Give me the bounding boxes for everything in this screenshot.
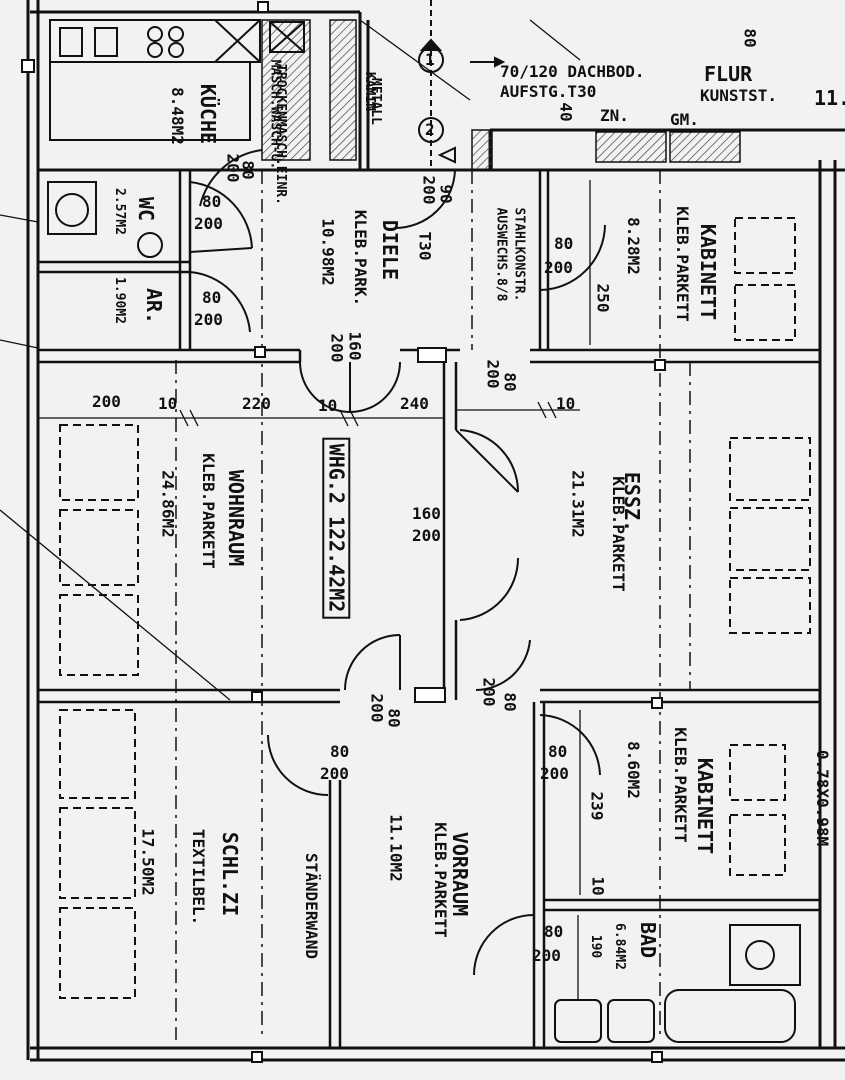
dim-190: 190: [588, 934, 604, 959]
stahl-note-2: AUSWECHS.8/8: [493, 207, 509, 302]
room-extra-flur: 11.: [814, 86, 845, 110]
dim-200-vor-n: 200: [479, 677, 499, 707]
dim-200-kueche: 200: [223, 153, 243, 183]
dim-160-diele: 160: [345, 331, 365, 361]
room-floor-essz: KLEB.PARKETT: [608, 476, 628, 592]
stair-symbols: [418, 0, 506, 170]
dim-200-ar: 200: [194, 310, 223, 329]
dim-90: 90: [436, 184, 456, 204]
room-area-kabinett-1: 8.28M2: [623, 217, 643, 275]
room-area-vorraum: 11.10M2: [386, 814, 406, 882]
dim-80-essz: 80: [500, 372, 520, 392]
dim-40: 40: [556, 102, 576, 122]
dim-200-stair: 200: [419, 175, 439, 205]
room-name-kabinett-2: KABINETT: [693, 757, 718, 855]
right-edge-note: 0.78X0.98M: [813, 749, 833, 847]
room-area-diele: 10.98M2: [318, 218, 338, 286]
dim-80-kab1: 80: [554, 234, 574, 253]
room-name-bad: BAD: [636, 921, 661, 959]
room-floor-kabinett-1: KLEB.PARKETT: [672, 206, 692, 322]
dim-200-kab2: 200: [540, 764, 569, 783]
room-name-flur: FLUR: [704, 62, 753, 86]
room-name-kueche: KÜCHE: [196, 83, 221, 145]
room-area-schlzi: 17.50M2: [138, 828, 158, 896]
room-name-vorraum: VORRAUM: [448, 831, 473, 917]
dim-220: 220: [242, 394, 271, 413]
room-floor-flur: KUNSTST.: [700, 86, 778, 105]
room-floor-kabinett-2: KLEB.PARKETT: [670, 727, 690, 843]
dim-200-essz: 200: [483, 359, 503, 389]
note-gm: GM.: [670, 110, 699, 129]
dim-10-essz: 10: [556, 394, 576, 413]
dim-200-wc: 200: [194, 214, 223, 233]
bath-fixtures: [554, 924, 801, 1043]
dim-80-wohn-s: 80: [384, 708, 404, 728]
room-floor-diele: KLEB.PARK.: [351, 209, 371, 307]
room-area-wc: 2.57M2: [111, 188, 127, 235]
kamin-note-2: KAMIN: [362, 71, 378, 112]
dim-200-wohn-s: 200: [367, 693, 387, 723]
dim-80-vor-n: 80: [500, 692, 520, 712]
circle-2-label: 2: [425, 120, 435, 139]
room-name-ar: AR.: [142, 287, 167, 325]
note-dachbod: 70/120 DACHBOD.: [500, 62, 645, 81]
unit-label: WHG.2 122.42M2: [322, 437, 351, 619]
wc-fixtures: [47, 181, 163, 258]
dim-200-door: 200: [412, 526, 441, 545]
door-swings: [189, 149, 606, 976]
dim-200-diele: 200: [327, 333, 347, 363]
dim-200-bad: 200: [532, 946, 561, 965]
dim-200-wohn: 200: [92, 392, 121, 411]
room-floor-wohnraum: KLEB.PARKETT: [198, 453, 218, 569]
dim-160-door: 160: [412, 504, 441, 523]
room-area-kueche: 8.48M2: [167, 87, 187, 145]
circle-1-label: 1: [425, 50, 435, 69]
dim-200-kab1: 200: [544, 258, 573, 277]
room-area-kabinett-2: 8.60M2: [623, 741, 643, 799]
interior-walls: [38, 170, 820, 1048]
dim-10-bad: 10: [588, 876, 608, 896]
dim-80-kab2: 80: [548, 742, 568, 761]
dimension-lines: [0, 19, 591, 1000]
ceiling-lines: [175, 170, 691, 1040]
room-area-ar: 1.90M2: [111, 277, 127, 324]
dim-80-bad: 80: [544, 922, 564, 941]
kitchen-fixtures: [49, 19, 305, 141]
room-name-kabinett-1: KABINETT: [696, 223, 721, 321]
dim-239: 239: [587, 791, 607, 821]
dim-80-wc: 80: [202, 192, 222, 211]
room-name-schlzi: SCHL.ZI: [218, 831, 243, 917]
room-floor-schlzi: TEXTILBEL.: [189, 828, 209, 926]
room-area-wohnraum: 24.86M2: [158, 470, 178, 538]
top-right-note: 80: [740, 28, 760, 48]
dim-80-ar: 80: [202, 288, 222, 307]
junction-markers: [21, 1, 666, 1063]
dim-80-schl: 80: [330, 742, 350, 761]
room-name-diele: DIELE: [378, 219, 403, 281]
room-area-essz: 21.31M2: [568, 470, 588, 538]
staenderwand-label: STÄNDERWAND: [301, 853, 321, 959]
dim-240: 240: [400, 394, 429, 413]
room-area-bad: 6.84M2: [611, 923, 627, 970]
stahl-note-1: STAHLKONSTR.: [511, 207, 527, 302]
dim-250: 250: [593, 283, 613, 313]
room-name-wohnraum: WOHNRAUM: [224, 469, 249, 567]
dim-10-wohn: 10: [158, 394, 178, 413]
room-floor-vorraum: KLEB.PARKETT: [430, 822, 450, 938]
masch-note-2: TROCKENMASCH.EINR.: [272, 64, 288, 205]
dim-10-diele: 10: [318, 396, 338, 415]
dim-200-schl: 200: [320, 764, 349, 783]
furniture-dashed: [59, 217, 811, 999]
room-name-wc: WC: [134, 196, 159, 222]
dim-t30: T30: [415, 231, 435, 261]
note-zn: ZN.: [600, 106, 629, 125]
note-aufstg: AUFSTG.T30: [500, 82, 597, 101]
